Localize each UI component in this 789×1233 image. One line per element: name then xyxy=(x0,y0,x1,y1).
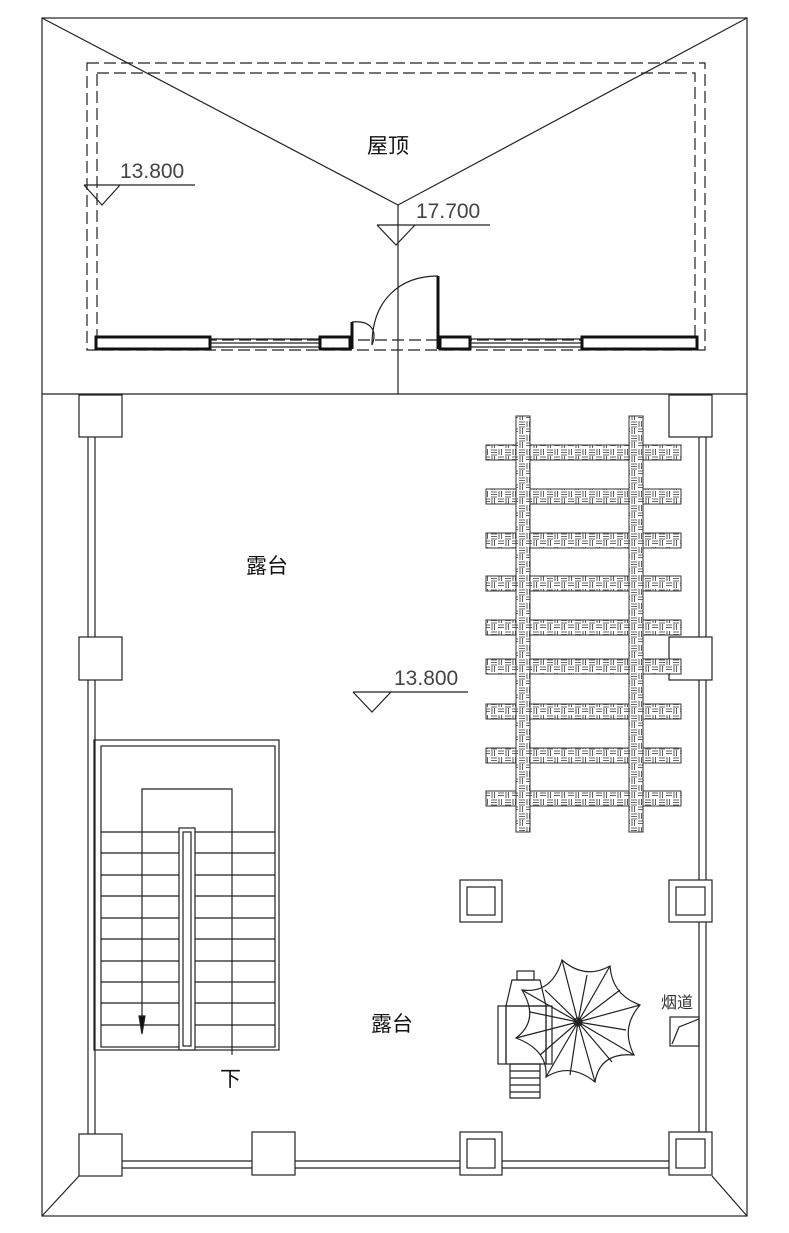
terrace-label-lower: 露台 xyxy=(371,1012,413,1036)
stair-direction-arrow xyxy=(141,788,233,1055)
elevation-marker-ridge: 17.700 xyxy=(376,200,490,246)
window-right xyxy=(580,335,699,351)
columns xyxy=(78,394,713,1177)
roof-label: 屋顶 xyxy=(367,134,409,158)
window-left xyxy=(94,335,212,351)
pergola xyxy=(485,415,682,833)
door-swing xyxy=(351,275,439,346)
svg-text:烟道: 烟道 xyxy=(661,993,693,1012)
svg-text:13.800: 13.800 xyxy=(394,667,458,690)
chimney-flue: 烟道 xyxy=(661,993,700,1047)
stair-down-label: 下 xyxy=(220,1067,241,1091)
svg-text:17.700: 17.700 xyxy=(416,200,480,223)
umbrella xyxy=(514,958,642,1084)
parapet xyxy=(41,437,748,1217)
outer-boundary xyxy=(41,17,748,1217)
svg-text:13.800: 13.800 xyxy=(120,160,184,183)
elevation-marker-eave: 13.800 xyxy=(83,160,195,206)
roof-area: 屋顶 13.800 17.700 xyxy=(41,17,748,394)
terrace-label-upper: 露台 xyxy=(246,554,288,578)
staircase xyxy=(93,739,280,1055)
elevation-marker-terrace: 13.800 xyxy=(352,667,468,713)
